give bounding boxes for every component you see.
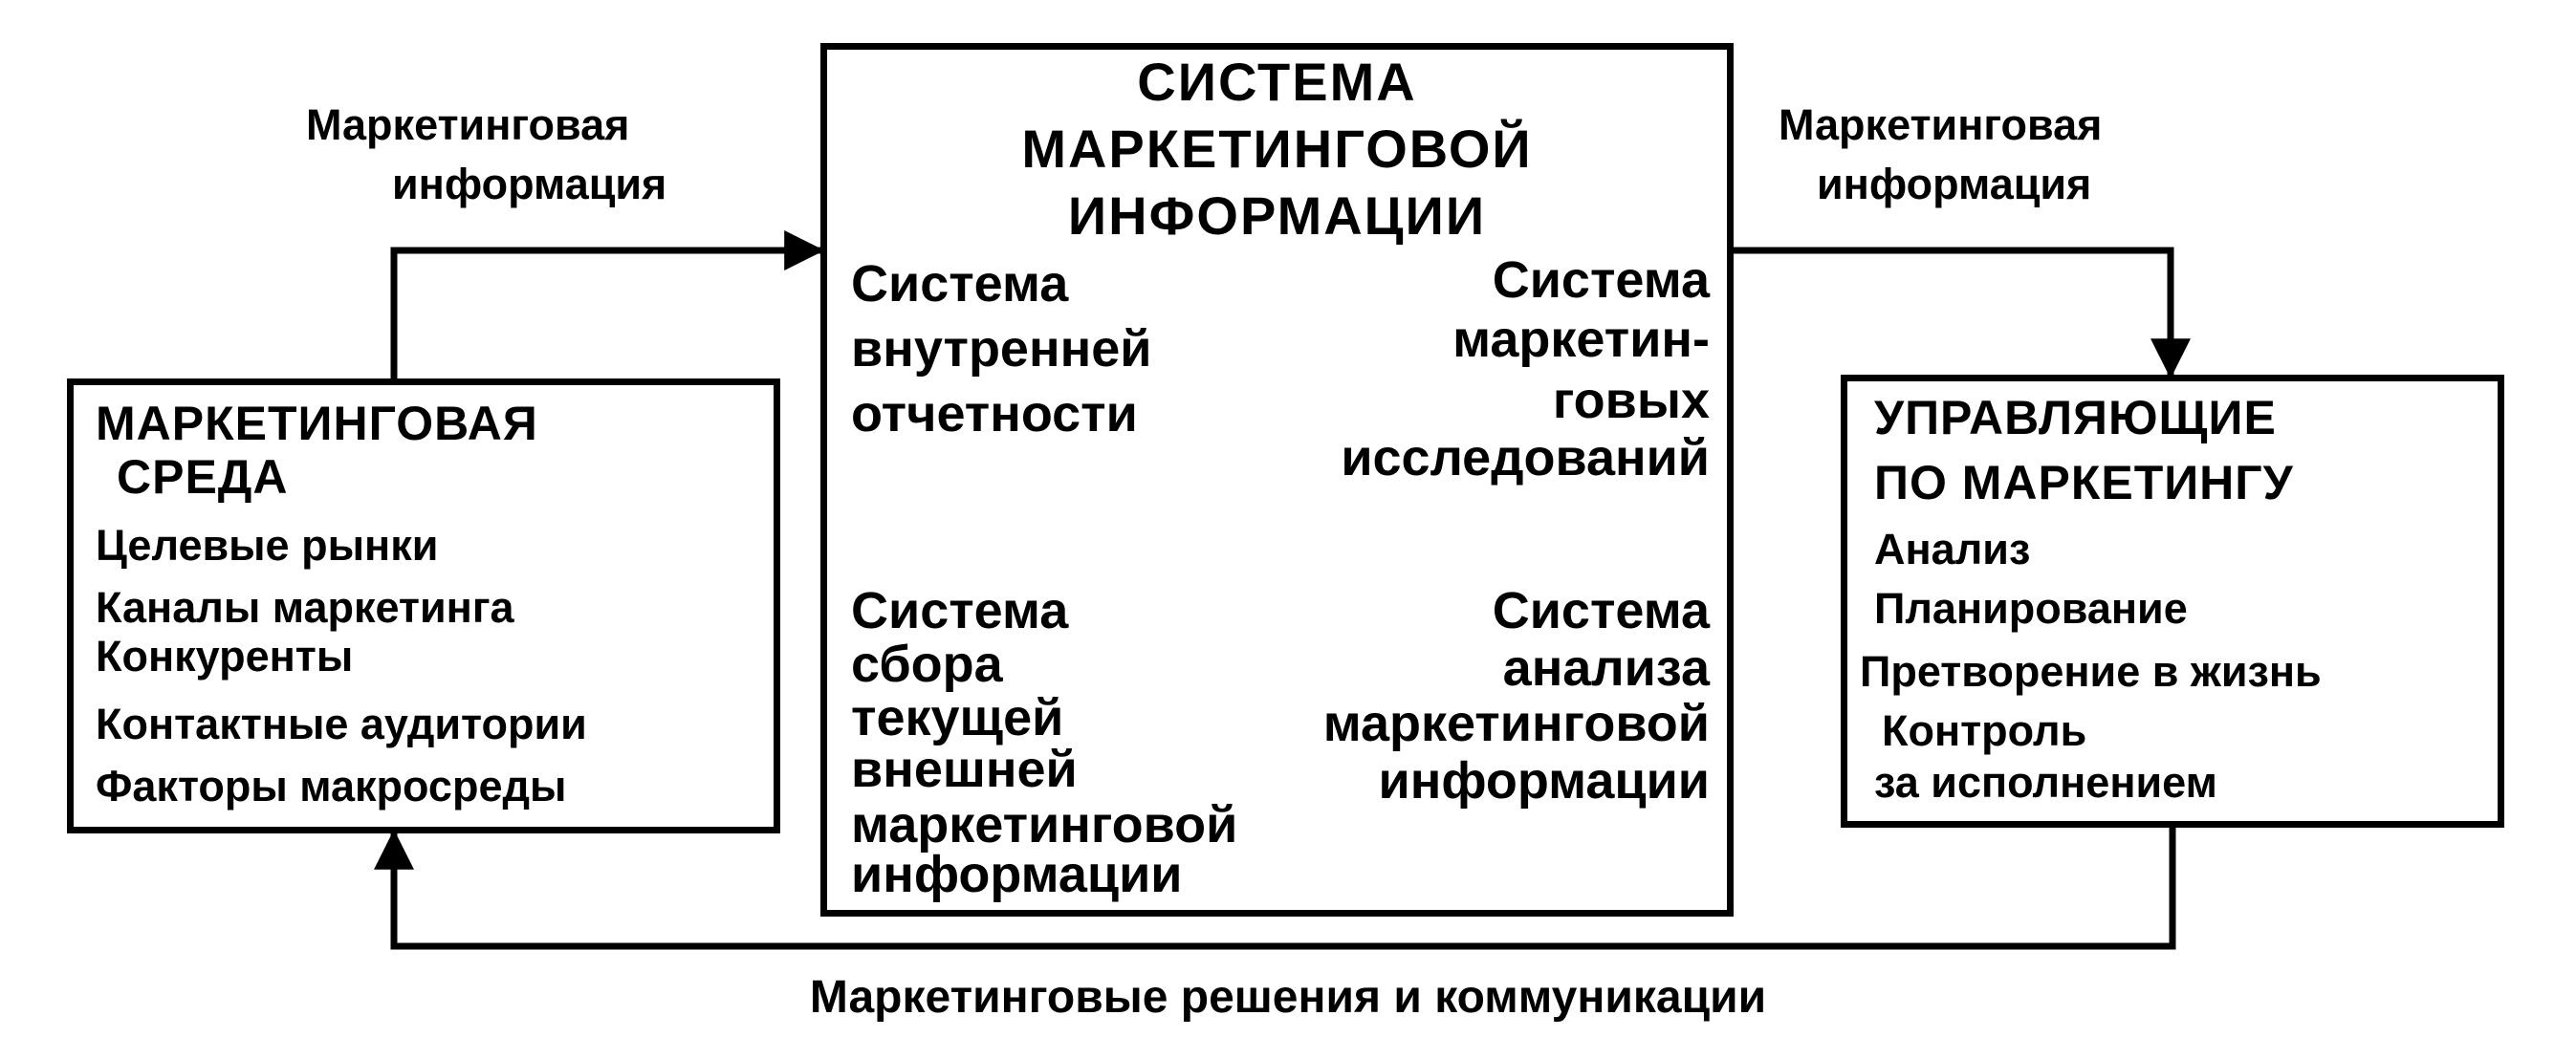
managers-title-line-1: УПРАВЛЯЮЩИЕ [1874,391,2277,444]
research-line-2: маркетин- [1452,311,1710,368]
managers-item-analysis: Анализ [1874,525,2031,573]
right-flow-label-line-1: Маркетинговая [1779,100,2103,149]
managers-item-planning: Планирование [1874,584,2188,633]
managers-title-line-2: ПО МАРКЕТИНГУ [1874,456,2294,509]
marketing-managers-box [1841,375,2504,828]
environment-item-macro-factors: Факторы макросреды [96,762,567,810]
arrow-decisions-to-environment [374,828,2176,950]
internal-records-line-2: внутренней [851,320,1152,378]
intelligence-line-2: сбора [851,636,1003,693]
analysis-line-1: Система [1492,582,1710,639]
mis-title-line-1: СИСТЕМА [1137,52,1417,112]
analysis-line-3: маркетинговой [1322,695,1710,752]
analysis-line-4: информации [1378,752,1710,810]
bottom-flow-label: Маркетинговые решения и коммуникации [809,972,1767,1023]
mis-title-line-2: МАРКЕТИНГОВОЙ [1021,119,1533,179]
environment-item-competitors: Конкуренты [96,632,354,681]
mis-box [820,43,1734,917]
environment-title-line-2: СРЕДА [117,450,289,504]
intelligence-line-1: Система [851,582,1069,639]
intelligence-line-5: маркетинговой [851,796,1238,854]
marketing-environment-box [67,378,780,833]
managers-item-control-line-2: за исполнением [1874,758,2217,807]
research-line-4: исследований [1341,429,1710,486]
right-flow-label-line-2: информация [1817,160,2092,208]
internal-records-line-1: Система [851,255,1069,313]
intelligence-line-3: текущей [851,689,1064,746]
intelligence-line-6: информации [851,846,1183,903]
research-line-3: говых [1552,372,1710,429]
intelligence-line-4: внешней [851,741,1078,798]
arrow-environment-to-mis [390,230,825,378]
analysis-line-2: анализа [1502,639,1710,697]
left-flow-label-line-1: Маркетинговая [306,100,630,149]
environment-title-line-1: МАРКЕТИНГОВАЯ [96,397,538,450]
arrow-mis-to-managers [1734,247,2191,379]
internal-records-line-3: отчетности [851,385,1138,443]
mis-title-line-3: ИНФОРМАЦИИ [1067,185,1487,246]
research-line-1: Система [1492,251,1710,309]
managers-item-implementation: Претворение в жизнь [1860,647,2322,696]
managers-item-control-line-1: Контроль [1882,706,2087,755]
environment-item-target-markets: Целевые рынки [96,521,439,570]
environment-item-publics: Контактные аудитории [96,700,587,748]
environment-item-channels: Каналы маркетинга [96,583,514,632]
left-flow-label-line-2: информация [392,160,667,208]
